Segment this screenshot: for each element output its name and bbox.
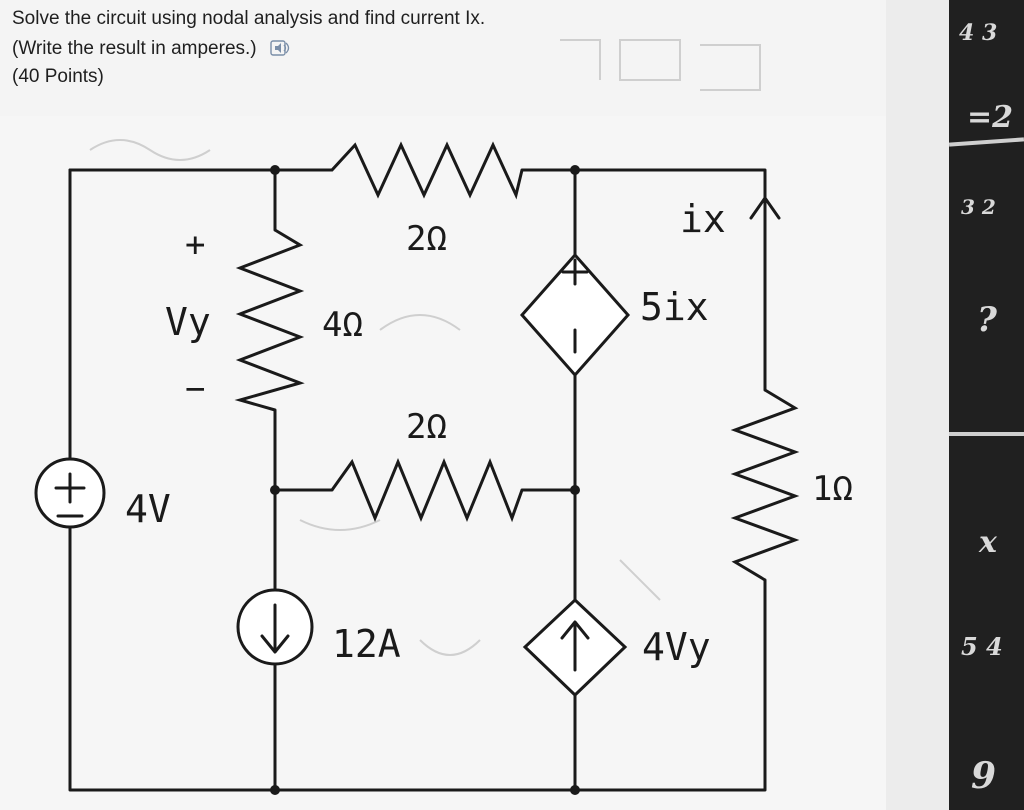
- resistor-left: [234, 228, 305, 412]
- label-vy-plus: +: [185, 225, 205, 265]
- label-r-top: 2Ω: [406, 219, 447, 259]
- label-r-right: 1Ω: [812, 469, 853, 509]
- label-source-4v: 4V: [125, 487, 171, 531]
- right-strip: [886, 0, 949, 810]
- question-instruction-text: (Write the result in amperes.): [12, 38, 257, 59]
- node: [570, 165, 580, 175]
- question-header: Solve the circuit using nodal analysis a…: [0, 0, 886, 116]
- ix-arrow: [749, 196, 781, 260]
- label-source-12a: 12A: [332, 622, 401, 666]
- question-text: Solve the circuit using nodal analysis a…: [12, 8, 486, 29]
- label-vy: Vy: [165, 300, 211, 344]
- chalk-mark: 3 2: [961, 195, 996, 219]
- label-r-left: 4Ω: [322, 305, 363, 345]
- resistor-right: [730, 388, 800, 582]
- label-vy-minus: −: [185, 369, 205, 409]
- circuit-diagram: 2Ω 4Ω 2Ω 1Ω + Vy − 4V 12A ix 5ix 4Vy: [34, 39, 853, 795]
- circuit-wires: [68, 168, 767, 792]
- node: [270, 785, 280, 795]
- chalk-line: [949, 137, 1024, 147]
- resistor-middle: [330, 457, 524, 523]
- chalk-mark: 4 3: [959, 20, 998, 46]
- chalk-line: [949, 432, 1024, 436]
- label-ix: ix: [680, 197, 726, 241]
- chalk-mark: =2: [967, 100, 1014, 135]
- dependent-voltage-source: [519, 252, 631, 378]
- voltage-source-4v: [34, 457, 106, 529]
- chalk-mark: 5 4: [961, 632, 1003, 661]
- node: [570, 485, 580, 495]
- question-points: (40 Points): [12, 66, 104, 87]
- chalkboard-background: 4 3 =2 3 2 ? x 5 4 9: [949, 0, 1024, 810]
- label-dep-voltage: 5ix: [640, 285, 709, 329]
- label-r-middle: 2Ω: [406, 407, 447, 447]
- question-instruction: (Write the result in amperes.): [12, 38, 292, 60]
- chalk-mark: x: [979, 525, 997, 560]
- background-scribbles: [89, 39, 761, 656]
- node: [270, 485, 280, 495]
- speaker-icon[interactable]: [270, 39, 292, 57]
- label-dep-current: 4Vy: [642, 625, 711, 669]
- chalk-mark: ?: [977, 300, 997, 340]
- circuit-nodes: [270, 165, 580, 795]
- chalk-mark: 9: [971, 755, 997, 797]
- resistor-top: [275, 141, 524, 200]
- current-source-12a: [236, 588, 314, 666]
- node: [270, 165, 280, 175]
- dependent-current-source: [522, 597, 628, 698]
- node: [570, 785, 580, 795]
